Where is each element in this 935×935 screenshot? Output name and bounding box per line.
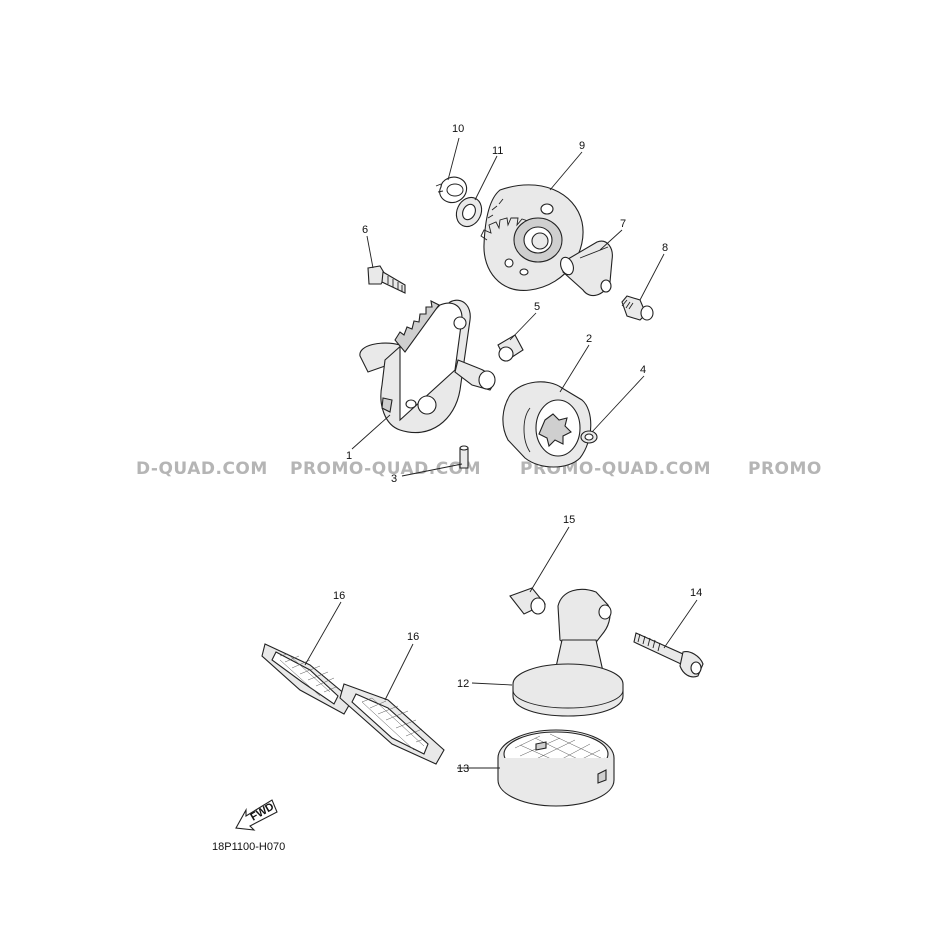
part-3-pin [459,445,469,469]
part-16-gasket-right [339,683,445,765]
part-12-strainer-housing [512,588,624,717]
callout-14: 14 [690,587,702,599]
callout-6: 6 [362,224,368,236]
callout-11: 11 [492,145,503,157]
part-1-pump-body [359,299,496,434]
part-5-dowel [497,334,524,362]
diagram-code: 18P1100-H070 [212,841,285,853]
callout-8: 8 [662,242,668,254]
callout-labels: 10 11 9 6 7 8 5 2 4 1 3 15 16 16 14 12 1… [333,123,702,775]
callout-13: 13 [457,763,469,775]
callout-15: 15 [563,514,575,526]
part-6-bolt [367,265,406,294]
callout-1: 1 [346,450,352,462]
watermark-text: PROMO-QUAD.COM [290,459,481,479]
callout-16-right: 16 [407,631,419,643]
watermark-text: D-QUAD.COM [136,459,268,479]
callout-12: 12 [457,678,469,690]
callout-16-left: 16 [333,590,345,602]
part-16-gasket-left [261,643,353,715]
part-13-strainer-screen [497,729,615,807]
callout-5: 5 [534,301,540,313]
part-4-oring [580,430,598,444]
part-14-bolt [633,632,704,678]
leader-lines [304,137,698,769]
part-10-circlip [435,176,468,204]
callout-2: 2 [586,333,592,345]
callout-4: 4 [640,364,646,376]
callout-7: 7 [620,218,626,230]
part-11-washer [455,196,483,228]
part-8-bolt [621,295,654,321]
callout-3: 3 [391,473,397,485]
callout-10: 10 [452,123,464,135]
watermark-row: D-QUAD.COM PROMO-QUAD.COM PROMO-QUAD.COM… [136,459,822,479]
part-15-collar [509,587,546,615]
part-9-gear [480,184,584,291]
part-2-rotor [502,381,592,468]
fwd-arrow: FWD [235,799,278,831]
callout-9: 9 [579,140,585,152]
part-7-shaft [560,240,613,297]
watermark-text: PROMO [748,459,822,479]
